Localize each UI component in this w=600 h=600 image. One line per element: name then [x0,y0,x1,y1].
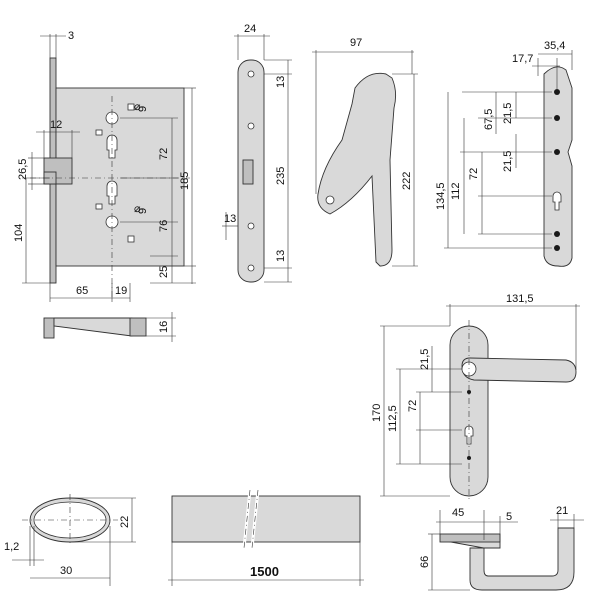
handle-dim-112-5: 112,5 [387,405,399,432]
section-end [43,317,55,339]
section-dim-16: 16 [158,321,170,333]
faceplate-screw-bottom [247,264,255,272]
section-body [53,317,133,337]
cylinder-profile-top [106,134,118,159]
panic-dim-97: 97 [350,37,362,49]
strike-dim-17-7: 17,7 [512,53,533,65]
handle-dim-131-5: 131,5 [506,293,534,305]
strike-hole-5 [554,245,560,251]
lock-dim-76: 76 [158,220,170,232]
faceplate-view: 24 13 235 13 13 [222,23,292,283]
bar-view: 1500 [168,489,364,586]
lever-rose [439,533,501,543]
dia-symbol-bottom: ⌀ [134,203,141,215]
faceplate-screw-mid2 [247,222,255,230]
faceplate-dim-235: 235 [275,167,287,185]
lever-view: 45 5 21 66 [419,505,584,591]
strike-dim-67-5: 67,5 [483,109,495,130]
section-faceplate [129,317,147,337]
strike-dim-35-4: 35,4 [544,40,565,52]
oval-section-view: 22 1,2 30 [4,494,136,586]
strike-dim-72: 72 [468,168,480,180]
lock-body-view: 3 12 26,5 104 65 19 ⌀ 9 ⌀ 9 72 [13,30,196,302]
lever-dim-5: 5 [506,511,512,523]
strike-hole-4 [554,231,560,237]
faceplate-dim-13-bottom: 13 [275,250,287,262]
strike-plate [543,66,573,267]
lock-dim-9-bottom: 9 [137,208,149,214]
screw-bottom [127,235,135,243]
oval-dim-1-2: 1,2 [4,541,19,553]
oval-dim-22: 22 [119,516,131,528]
panic-handle-view: 97 222 [312,37,418,267]
lever-dim-66: 66 [419,556,431,568]
faceplate-screw-mid1 [247,122,255,130]
mark-top [95,129,103,136]
handle-dim-170: 170 [371,404,383,422]
strike-hole-3 [554,149,560,155]
lock-case [55,87,185,267]
faceplate-screw-top [247,70,255,78]
handle-dim-72: 72 [407,400,419,412]
strike-hole-1 [554,89,560,95]
lock-dim-185: 185 [179,172,191,190]
lock-dim-26-5: 26,5 [17,159,29,180]
lock-dim-12: 12 [50,119,62,131]
strike-cylinder-cut [552,191,562,211]
faceplate-dim-13-top: 13 [275,76,287,88]
lock-section-view: 16 [43,312,176,342]
lock-dim-72: 72 [158,148,170,160]
screw-top [127,103,135,111]
lock-dim-9-top: 9 [137,106,149,112]
faceplate-latch-slot [242,159,254,185]
lock-dim-104: 104 [13,224,25,242]
panic-dim-222: 222 [401,172,413,190]
lock-dim-65: 65 [76,285,88,297]
dia-symbol-top: ⌀ [134,101,141,113]
lever-dim-45: 45 [452,507,464,519]
handle-dim-21-5: 21,5 [419,349,431,370]
lock-dim-3: 3 [68,30,74,42]
strike-dim-112: 112 [450,182,462,200]
bar-dim-1500: 1500 [250,564,279,579]
strike-dim-21-5-a: 21,5 [502,103,514,124]
mark-bottom [95,203,103,210]
faceplate-dim-24: 24 [244,23,256,35]
strike-hole-2 [554,115,560,121]
panic-handle-pivot [325,195,335,205]
handle-cylinder-cut [464,425,474,445]
handle-screw-1 [467,390,471,394]
faceplate-dim-13-left: 13 [224,213,236,225]
strike-dim-21-5-b: 21,5 [502,151,514,172]
handle-plate-view: 131,5 21,5 170 112,5 72 [371,293,580,500]
handle-screw-2 [467,456,471,460]
lever-dim-21: 21 [556,505,568,517]
lever-top [439,527,575,591]
strike-plate-view: 17,7 35,4 67,5 21,5 72 21,5 134,5 112 [435,40,573,267]
handle-lever [461,357,577,383]
oval-dim-30: 30 [60,565,72,577]
lock-dim-25: 25 [158,266,170,278]
lock-dim-19: 19 [115,285,127,297]
bar [171,495,361,543]
strike-dim-134-5: 134,5 [435,182,447,210]
panic-handle [317,72,397,267]
